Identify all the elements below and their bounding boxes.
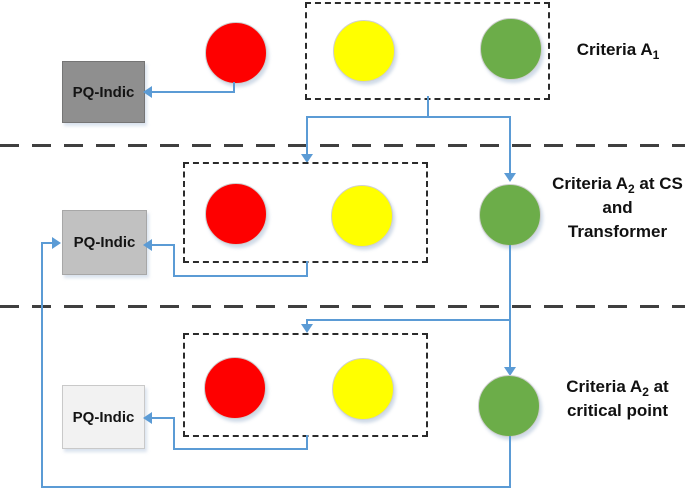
yellow-status-circle-row1 — [333, 20, 395, 82]
criteria-dashed-box-row3 — [183, 333, 428, 437]
arrow-left-icon — [143, 412, 152, 424]
criteria-a1-text: Criteria A — [576, 40, 653, 59]
red-status-circle-row1 — [205, 22, 267, 84]
connector-bottom-loop — [41, 486, 511, 488]
connector-red1-down — [233, 82, 235, 93]
criteria-a2-critical-point-label: Criteria A2 at critical point — [566, 377, 669, 420]
yellow-status-circle-row2 — [331, 185, 393, 247]
connector-green3-down — [509, 436, 511, 487]
connector-branch2-right-down — [509, 321, 511, 369]
green-status-circle-row1 — [480, 18, 542, 80]
criteria-a1-label: Criteria A1 — [553, 38, 683, 62]
connector-green2-down — [509, 245, 511, 321]
connector-branch2-left-down — [306, 319, 308, 328]
green-status-circle-row2 — [479, 184, 541, 246]
red-status-circle-row3 — [204, 357, 266, 419]
criteria-a2-cs-transformer-label: Criteria A2 at CS and Transformer — [552, 174, 683, 241]
connector-box2-stub — [306, 261, 308, 277]
connector-box3-up — [173, 417, 175, 450]
arrow-down-icon — [301, 324, 313, 333]
connector-box2-up — [173, 244, 175, 277]
pq-indic-label-row3: PQ-Indic — [72, 408, 135, 426]
criteria-dashed-box-row2 — [183, 162, 428, 263]
connector-branch1-left-down — [306, 116, 308, 155]
connector-feedback-vertical — [41, 243, 43, 488]
pq-indic-box-row2: PQ-Indic — [62, 210, 147, 275]
connector-branch2-horizontal — [306, 319, 511, 321]
connector-box3-left — [151, 417, 175, 419]
arrow-left-icon — [143, 86, 152, 98]
arrow-right-icon — [52, 237, 61, 249]
yellow-status-circle-row3 — [332, 358, 394, 420]
pq-indic-label-row1: PQ-Indic — [72, 83, 135, 101]
connector-box2-left — [151, 244, 175, 246]
connector-red1-left — [151, 91, 235, 93]
arrow-down-icon — [301, 154, 313, 163]
arrow-down-icon — [504, 173, 516, 182]
pq-indic-box-row1: PQ-Indic — [62, 61, 145, 123]
row-separator-2 — [0, 305, 685, 308]
arrow-down-icon — [504, 367, 516, 376]
connector-branch1-horizontal — [306, 116, 511, 118]
connector-box3-horizontal — [173, 448, 308, 450]
pq-indic-label-row2: PQ-Indic — [73, 234, 136, 251]
connector-box3-stub — [306, 435, 308, 450]
connector-box1-stub — [427, 96, 429, 117]
green-status-circle-row3 — [478, 375, 540, 437]
connector-branch1-right-down — [509, 116, 511, 173]
connector-box2-horizontal — [173, 275, 308, 277]
arrow-left-icon — [143, 239, 152, 251]
row-separator-1 — [0, 144, 685, 147]
connector-feedback-horizontal — [41, 242, 53, 244]
pq-indic-box-row3: PQ-Indic — [62, 385, 145, 449]
criteria-a1-subscript: 1 — [652, 48, 660, 62]
red-status-circle-row2 — [205, 183, 267, 245]
